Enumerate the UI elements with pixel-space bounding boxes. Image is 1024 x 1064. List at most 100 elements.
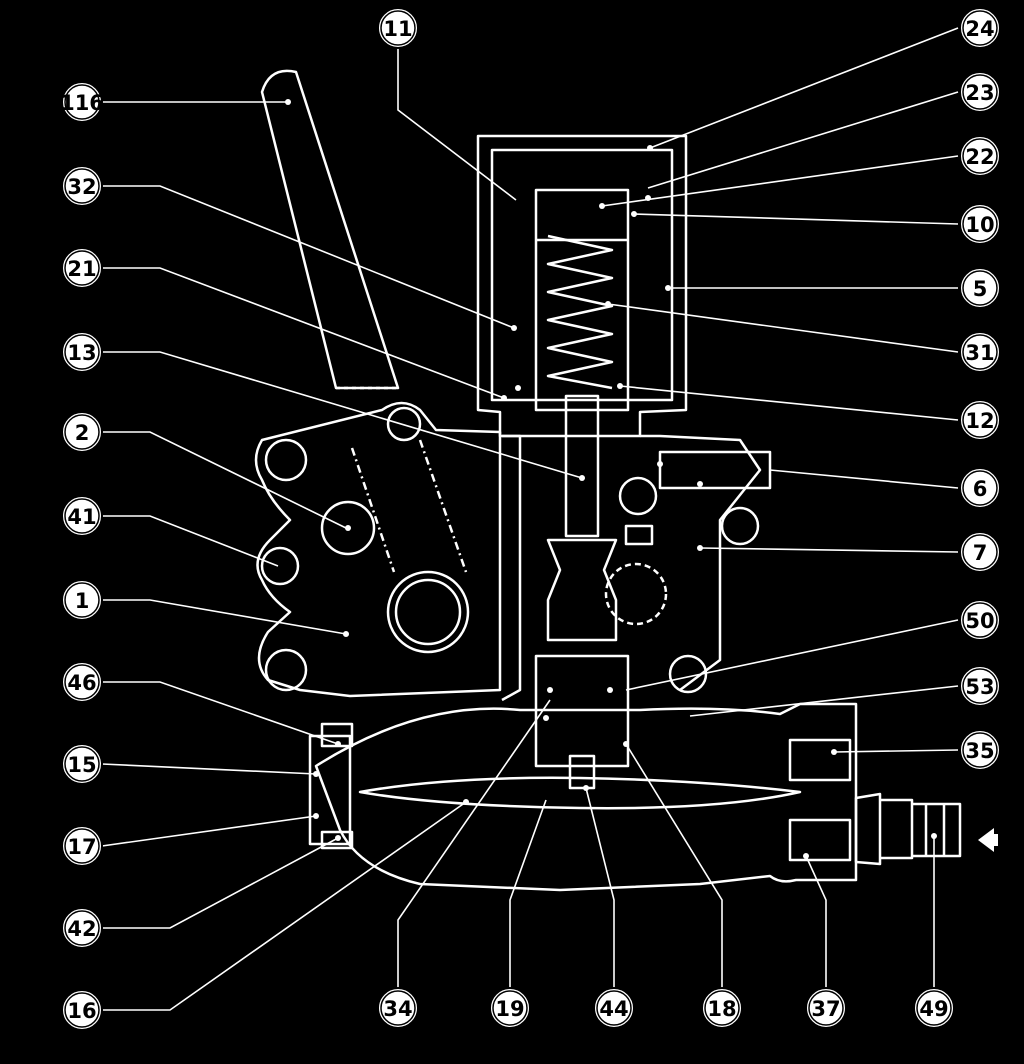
callout-circle — [61, 411, 103, 453]
callout-42: 42 — [61, 907, 103, 949]
callout-circle — [959, 399, 1001, 441]
callout-label: 46 — [67, 671, 96, 695]
callout-ring — [64, 84, 100, 120]
callout-circle — [377, 987, 419, 1029]
callout-label: 24 — [965, 17, 994, 41]
callout-circle — [61, 989, 103, 1031]
callout-ring — [64, 168, 100, 204]
callout-label: 13 — [67, 341, 96, 365]
callout-label: 32 — [67, 175, 96, 199]
callout-5: 5 — [959, 267, 1001, 309]
callout-7: 7 — [959, 531, 1001, 573]
callout-label: 19 — [495, 997, 524, 1021]
callout-label: 1 — [75, 589, 90, 613]
lever-handle — [260, 69, 400, 390]
callout-label: 50 — [965, 609, 994, 633]
callout-label: 18 — [707, 997, 736, 1021]
callout-label: 10 — [965, 213, 994, 237]
callout-circle — [61, 579, 103, 621]
callout-circle — [61, 331, 103, 373]
callout-ring — [492, 990, 528, 1026]
callout-label: 116 — [60, 91, 104, 115]
callout-16: 16 — [61, 989, 103, 1031]
callout-label: 12 — [965, 409, 994, 433]
callout-18: 18 — [701, 987, 743, 1029]
callout-1: 1 — [61, 579, 103, 621]
callout-ring — [962, 402, 998, 438]
callout-label: 31 — [965, 341, 994, 365]
callout-ring — [962, 602, 998, 638]
callout-circle — [489, 987, 531, 1029]
callout-ring — [962, 668, 998, 704]
callout-label: 44 — [599, 997, 628, 1021]
callout-circle — [61, 81, 103, 123]
callout-ring — [962, 74, 998, 110]
callout-ring — [962, 732, 998, 768]
callout-23: 23 — [959, 71, 1001, 113]
callout-21: 21 — [61, 247, 103, 289]
callout-label: 2 — [75, 421, 90, 445]
callout-circle — [593, 987, 635, 1029]
callout-46: 46 — [61, 661, 103, 703]
callout-label: 37 — [811, 997, 840, 1021]
callout-circle — [959, 203, 1001, 245]
callout-ring — [596, 990, 632, 1026]
callout-ring — [64, 664, 100, 700]
callout-circle — [61, 495, 103, 537]
callout-41: 41 — [61, 495, 103, 537]
callout-34: 34 — [377, 987, 419, 1029]
leader-lines — [101, 27, 959, 1011]
callout-53: 53 — [959, 665, 1001, 707]
callout-label: 15 — [67, 753, 96, 777]
callout-label: 34 — [383, 997, 412, 1021]
callout-circle — [805, 987, 847, 1029]
callout-ring — [962, 270, 998, 306]
callout-ring — [64, 498, 100, 534]
callout-label: 41 — [67, 505, 96, 529]
callout-22: 22 — [959, 135, 1001, 177]
callout-ring — [704, 990, 740, 1026]
callout-label: 6 — [973, 477, 988, 501]
callout-circle — [61, 661, 103, 703]
callout-label: 53 — [965, 675, 994, 699]
callout-116: 116 — [60, 81, 104, 123]
lever-housing — [254, 401, 502, 698]
callout-label: 17 — [67, 835, 96, 859]
callout-ring — [64, 582, 100, 618]
callout-44: 44 — [593, 987, 635, 1029]
callout-circle — [61, 907, 103, 949]
callout-ring — [962, 470, 998, 506]
callout-ring — [962, 10, 998, 46]
callout-ring — [64, 992, 100, 1028]
callout-ring — [64, 250, 100, 286]
callout-circle — [61, 825, 103, 867]
callout-circle — [61, 247, 103, 289]
callout-ring — [916, 990, 952, 1026]
callout-ring — [962, 334, 998, 370]
callout-ring — [962, 534, 998, 570]
arrow-left-icon — [978, 828, 994, 852]
callout-circle — [959, 531, 1001, 573]
callout-label: 7 — [973, 541, 988, 565]
callout-label: 35 — [965, 739, 994, 763]
callout-35: 35 — [959, 729, 1001, 771]
callout-32: 32 — [61, 165, 103, 207]
callout-17: 17 — [61, 825, 103, 867]
callout-label: 5 — [973, 277, 988, 301]
callout-ring — [808, 990, 844, 1026]
callout-circle — [959, 71, 1001, 113]
callout-13: 13 — [61, 331, 103, 373]
callout-circle — [959, 729, 1001, 771]
callout-label: 21 — [67, 257, 96, 281]
callout-label: 11 — [383, 17, 412, 41]
callout-ring — [64, 746, 100, 782]
callout-label: 49 — [919, 997, 948, 1021]
callout-label: 16 — [67, 999, 96, 1023]
callout-31: 31 — [959, 331, 1001, 373]
callout-circle — [959, 665, 1001, 707]
callout-11: 11 — [377, 7, 419, 49]
callout-ring — [64, 910, 100, 946]
callout-label: 42 — [67, 917, 96, 941]
callout-15: 15 — [61, 743, 103, 785]
